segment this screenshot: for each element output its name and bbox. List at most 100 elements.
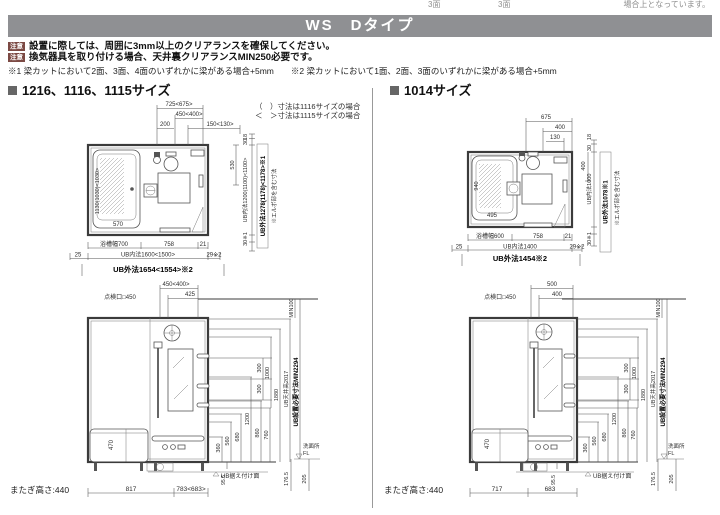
plan-view-drawing: [466, 150, 574, 229]
shelf: [563, 383, 576, 389]
dim-label: 1000: [265, 367, 271, 379]
dim-label: 1200: [245, 413, 251, 425]
dim-label: 560: [592, 436, 598, 445]
dim-label: 400: [555, 125, 566, 131]
caution-badge: 注意: [8, 53, 25, 62]
dim-label: 300: [624, 363, 630, 372]
step-height-label: またぎ高さ:440: [384, 485, 443, 495]
washroom-label: 洗面所: [303, 442, 320, 450]
shelf: [196, 353, 210, 359]
legend-1115: ＜ ＞寸法は1115サイズの場合: [255, 110, 361, 120]
dim-label: 1880: [274, 389, 280, 401]
fl-label: FL: [303, 451, 309, 457]
tub-length-label: 940: [474, 181, 480, 190]
counter: [151, 435, 205, 442]
dim-label: 360: [216, 443, 222, 452]
dim-label: 300: [257, 384, 263, 393]
dim-label: 205: [669, 474, 675, 483]
fl-marker: [295, 453, 303, 460]
dim-label: 758: [164, 242, 175, 248]
faucet-handle: [162, 444, 168, 450]
shelf: [196, 402, 210, 408]
dim-label-outer: UB外法1454※2: [493, 253, 547, 263]
elevation-dimension-labels: 500 400 点検口□450 MIN100 UB設置必要寸法MIN2294 U…: [384, 282, 685, 495]
dim-label-required: UB設置必要寸法MIN2294: [292, 357, 300, 427]
dim-label: 760: [631, 430, 637, 439]
dim-label: UB内法1000: [585, 174, 593, 205]
dim-label: 200: [160, 122, 171, 128]
shelf: [190, 149, 205, 157]
section-header-left: 1216、1116、1115サイズ: [8, 80, 171, 99]
tub-length-label: 1130(1030)<1030>: [95, 168, 101, 214]
footnote: ※1 梁カットにおいて2面、3面、4面のいずれかに梁がある場合+5mm ※2 梁…: [8, 66, 557, 76]
square-bullet-icon: [390, 86, 399, 95]
fl-marker: [660, 453, 668, 460]
faucet-handle: [170, 444, 176, 450]
counter: [521, 173, 553, 205]
dim-label: MIN100: [289, 298, 295, 317]
dim-label: 675: [541, 115, 552, 121]
plan-dimension-lines: [451, 118, 612, 266]
bathtub-drain: [130, 187, 134, 191]
dim-label: 29※2: [569, 244, 585, 251]
tub-height-label: 470: [109, 439, 115, 450]
dim-label: 21: [565, 234, 572, 240]
dim-label: 130: [550, 135, 561, 141]
dim-label: 29※2: [206, 252, 222, 259]
door: [191, 206, 204, 233]
door-threshold: [523, 222, 553, 228]
cropped-text: 場合上となっています。: [623, 0, 710, 9]
spout: [550, 444, 558, 450]
dim-label: 300: [624, 384, 630, 393]
inspection-hatch-label: 点検口□450: [484, 293, 516, 301]
section-header-right: 1014サイズ: [390, 80, 472, 99]
dim-label: 717: [492, 486, 503, 493]
top-cropped-row: 3面 3面 場合上となっています。: [0, 0, 720, 12]
fl-label: FL: [668, 451, 674, 457]
dim-label: 205: [302, 474, 308, 483]
dim-label: UB内法1600<1500>: [121, 251, 176, 259]
column-divider: [372, 88, 373, 508]
square-bullet-icon: [8, 86, 17, 95]
dim-label: 400: [552, 292, 563, 298]
caution-badge: 注意: [8, 42, 25, 51]
drain-trap: [522, 462, 548, 472]
page-title: WS Dタイプ: [8, 15, 712, 37]
counter: [157, 172, 191, 204]
dim-label: 176.5: [284, 472, 290, 486]
dim-label: 783<683>: [176, 486, 205, 493]
shower-head: [529, 341, 539, 349]
dim-label: UB内法1200(1100)<1100>: [241, 158, 249, 223]
cropped-text: 3面: [498, 0, 511, 9]
note-line-1: 注意設置に際しては、周囲に3mm以上のクリアランスを確保してください。: [8, 41, 335, 52]
dim-label-required: UB設置必要寸法MIN2294: [659, 357, 667, 427]
dim-label: 95.5: [221, 475, 227, 485]
level-marker: [584, 471, 592, 477]
plan-view-drawing: [86, 143, 210, 237]
dim-label: 560: [225, 436, 231, 445]
washbasin: [526, 156, 540, 170]
shower-head: [153, 341, 163, 349]
spout: [177, 444, 186, 450]
plan-dimension-labels: 675 400 130 18 30 400 UB内法1000 30※1 UB外法…: [456, 115, 621, 263]
shelf: [563, 353, 576, 359]
dim-label: 1200: [612, 413, 618, 425]
elevation-dimension-lines: [469, 285, 677, 497]
dim-label: 1880: [641, 389, 647, 401]
note-line-2: 注意換気器具を取り付ける場合、天井裏クリアランスMIN250必要です。: [8, 52, 318, 63]
dim-label: 25: [456, 245, 463, 251]
dim-label: 725<675>: [165, 102, 193, 108]
dim-label: 150<130>: [206, 122, 234, 128]
mirror: [537, 348, 563, 412]
tub-width-label: 570: [113, 222, 124, 228]
inspection-hatch-label: 点検口□450: [104, 293, 136, 301]
dim-label: 760: [264, 430, 270, 439]
dim-label: 683: [545, 486, 556, 493]
dim-label-outer: UB外法1654<1554>※2: [113, 264, 193, 274]
dim-label: 浴槽幅700: [100, 240, 129, 248]
elevation-drawing: [86, 298, 320, 477]
plan-dimension-lines: [69, 105, 269, 276]
dim-label: 176.5: [651, 472, 657, 486]
base-surface-label: UB据え付け面: [221, 472, 259, 480]
